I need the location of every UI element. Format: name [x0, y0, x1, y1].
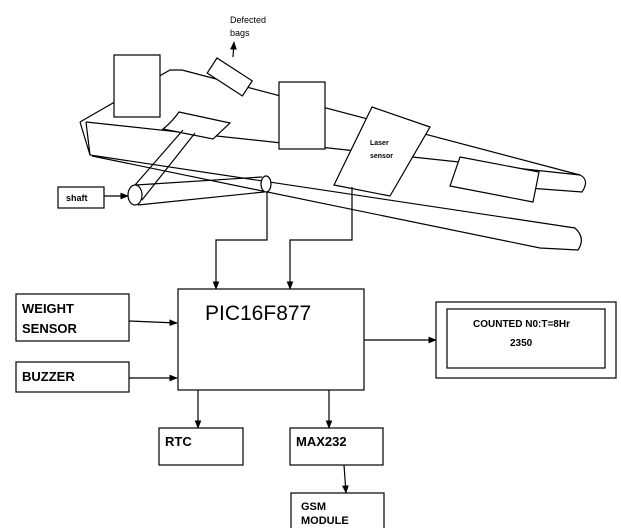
shaft-roller-left — [127, 184, 143, 206]
pic16f877-block: PIC16F877 — [177, 288, 365, 391]
display-block: COUNTED N0:T=8Hr 2350 — [435, 301, 617, 379]
gsm-module-label-line1: GSM — [301, 501, 326, 513]
buzzer-label: BUZZER — [22, 369, 75, 384]
defected-bags-label-line1: Defected — [230, 15, 266, 25]
shaft-label-box — [57, 186, 105, 209]
display-counted-text: COUNTED N0:T=8Hr — [473, 319, 570, 330]
rtc-label: RTC — [165, 434, 192, 449]
laser-sensor-box — [333, 106, 431, 197]
defected-bags-arrow — [230, 41, 237, 58]
weight-sensor-arrow — [128, 319, 178, 327]
buzzer-block: BUZZER — [15, 361, 130, 393]
max232-to-gsm-arrow — [342, 464, 349, 494]
sorting-station-box — [278, 81, 326, 150]
weight-sensor-label-line1: WEIGHT — [22, 301, 74, 316]
defected-bags-label-line2: bags — [230, 28, 250, 38]
pusher-tray — [161, 111, 232, 140]
rtc-block: RTC — [158, 427, 244, 466]
weight-sensor-label-line2: SENSOR — [22, 321, 78, 336]
shaft-to-pic-line — [212, 192, 268, 290]
defected-bag-flap — [206, 57, 254, 97]
shaft-roller-right — [260, 175, 272, 193]
laser-to-pic-line — [286, 187, 353, 290]
conveyor-belt — [79, 69, 587, 251]
max232-block: MAX232 — [289, 427, 384, 466]
drive-belt — [134, 129, 265, 206]
gsm-module-block: GSM MODULE — [290, 492, 385, 528]
gsm-module-label-line2: MODULE — [301, 515, 349, 527]
shaft-label: shaft — [66, 193, 88, 203]
conveyor-illustration: Defected bags Laser sensor shaft — [57, 15, 587, 251]
laser-sensor-label-line2: sensor — [370, 153, 393, 160]
bag-on-conveyor — [449, 156, 540, 203]
weight-sensor-block: WEIGHT SENSOR — [15, 293, 130, 342]
max232-label: MAX232 — [296, 434, 347, 449]
pic16f877-label: PIC16F877 — [205, 302, 311, 325]
weighing-station-box — [113, 54, 161, 118]
display-count-value: 2350 — [510, 338, 533, 349]
laser-sensor-label-line1: Laser — [370, 140, 389, 147]
